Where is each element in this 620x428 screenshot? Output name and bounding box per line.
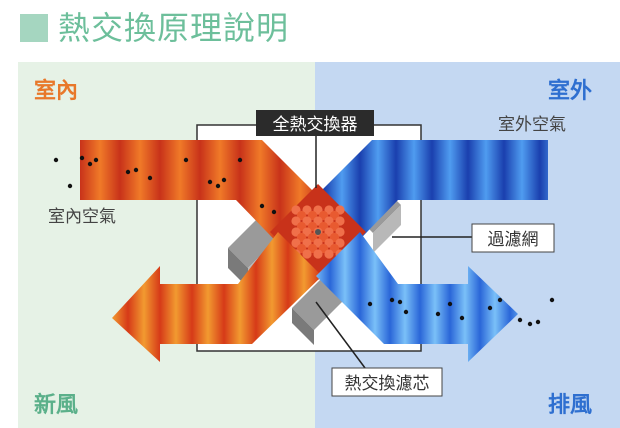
exhaust-air-flow [316, 232, 518, 362]
core-center [315, 229, 321, 235]
header: 熱交換原理說明 [0, 0, 620, 60]
core-label-box [331, 367, 443, 397]
filter-label-box [471, 223, 555, 253]
core-cell [313, 249, 323, 259]
filter-label: 過濾網 [488, 230, 539, 250]
exhaust-label: 排風 [548, 393, 592, 418]
outdoor-label: 室外 [548, 78, 592, 104]
core-cell [324, 249, 334, 259]
indoor-label: 室內 [34, 78, 78, 104]
indoor-air-label: 室內空氣 [48, 207, 116, 227]
core-label: 熱交換濾芯 [345, 374, 430, 394]
outdoor-air-label: 室外空氣 [498, 115, 566, 135]
fresh-air-flow [112, 232, 322, 362]
exchanger-label-box [256, 110, 374, 136]
indoor-particles [53, 155, 277, 215]
core-callout-line [315, 301, 369, 373]
fresh-air-label: 新風 [34, 392, 78, 418]
page-title: 熱交換原理說明 [58, 9, 290, 47]
exchanger-label: 全熱交換器 [273, 115, 358, 135]
title-marker [20, 14, 48, 42]
core-cell [302, 249, 312, 259]
exhaust-particles [367, 297, 555, 327]
